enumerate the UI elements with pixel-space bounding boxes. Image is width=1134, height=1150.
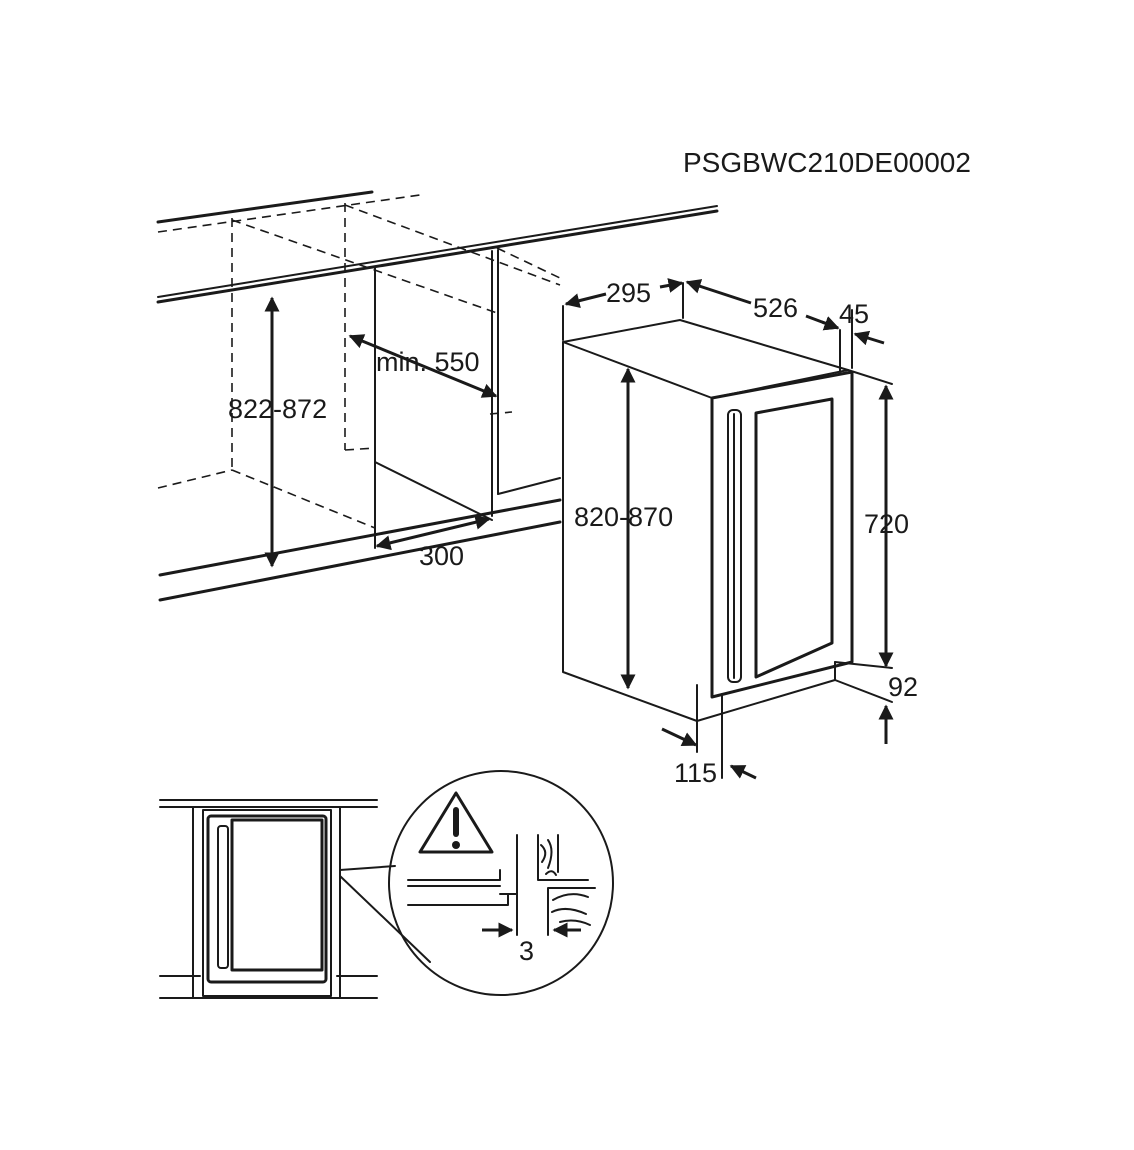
plinth-depth-dimension	[661, 727, 757, 780]
door-offset-dimension	[821, 316, 885, 346]
door-offset-label: 45	[839, 299, 869, 329]
plinth-height-label: 92	[888, 672, 918, 702]
appliance-depth-label: 295	[606, 278, 651, 308]
niche-depth-dimension	[375, 514, 491, 551]
plinth-depth-label: 115	[674, 758, 717, 788]
appliance-height-label: 820-870	[574, 502, 673, 532]
gap-detail-magnifier	[388, 770, 614, 996]
niche-width-dimension	[348, 334, 498, 398]
niche-depth-label: 300	[419, 541, 464, 571]
niche-height-label: 822-872	[228, 394, 327, 424]
wine-cooler-appliance	[562, 282, 893, 779]
niche-width-label: min. 550	[376, 347, 480, 377]
gap-label: 3	[519, 936, 534, 966]
cabinet-wall-wood	[537, 834, 596, 936]
door-height-label: 720	[864, 509, 909, 539]
front-view	[159, 799, 431, 999]
total-depth-label: 526	[753, 293, 798, 323]
kitchen-niche	[156, 190, 719, 602]
appliance-depth-dimension	[564, 278, 684, 309]
model-code: PSGBWC210DE00002	[683, 147, 971, 178]
warning-triangle-icon	[418, 791, 494, 854]
